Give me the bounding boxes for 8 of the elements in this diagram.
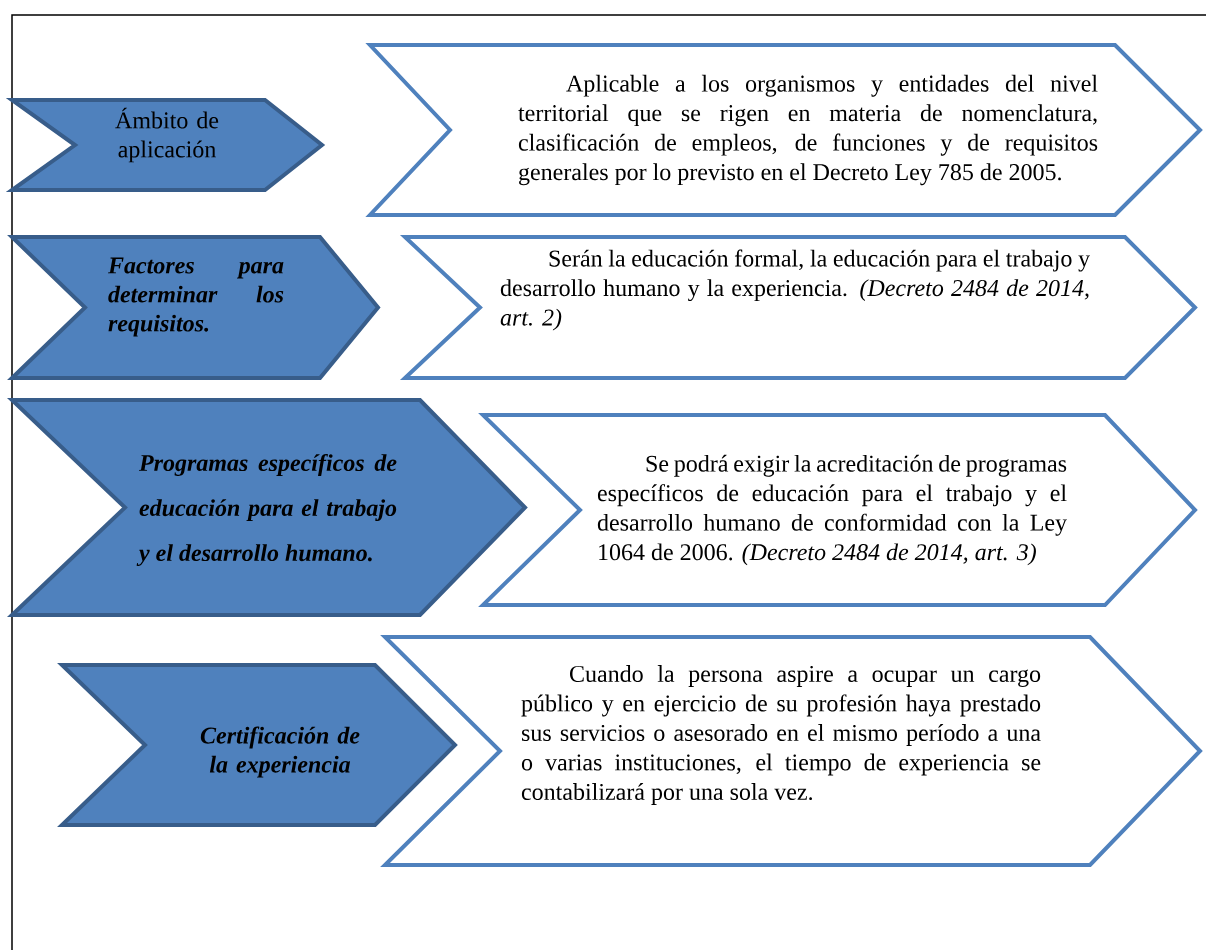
chevron-text-box: Se podrá exigir la acreditación de programas específicos de educación para el trabajo y el desarrollo humano de conformidad con la Ley 1064 de 2006. (Decreto 2484 de 2014, art. 3) bbox=[478, 413, 1198, 607]
chevron-label: Programas específicos de educación para el trabajo y el desarrollo humano. bbox=[7, 398, 528, 617]
chevron-text-box: Cuando la persona aspire a ocupar un cargo público y en ejercicio de su profesión haya prestado sus servicios o asesorado en el mismo período a una o varias instituciones, el tiempo de experiencia se contabilizará por una sola vez. bbox=[380, 635, 1203, 867]
chevron-label: Ámbito de aplicación bbox=[5, 98, 326, 192]
chevron-text-box: Aplicable a los organismos y entidades del nivel territorial que se rigen en materia de nomenclatura, clasificación de empleos, de funciones y de requisitos generales por lo previsto en el Decreto Ley 785 de 2005. bbox=[365, 43, 1203, 217]
chevron-text-box: Serán la educación formal, la educación para el trabajo y desarrollo humano y la experiencia. (Decreto 2484 de 2014, art. 2) bbox=[399, 235, 1198, 380]
chevron-label: Factores para determinar los requisitos. bbox=[7, 235, 381, 380]
chevron-label: Certificación de la experiencia bbox=[57, 663, 458, 827]
